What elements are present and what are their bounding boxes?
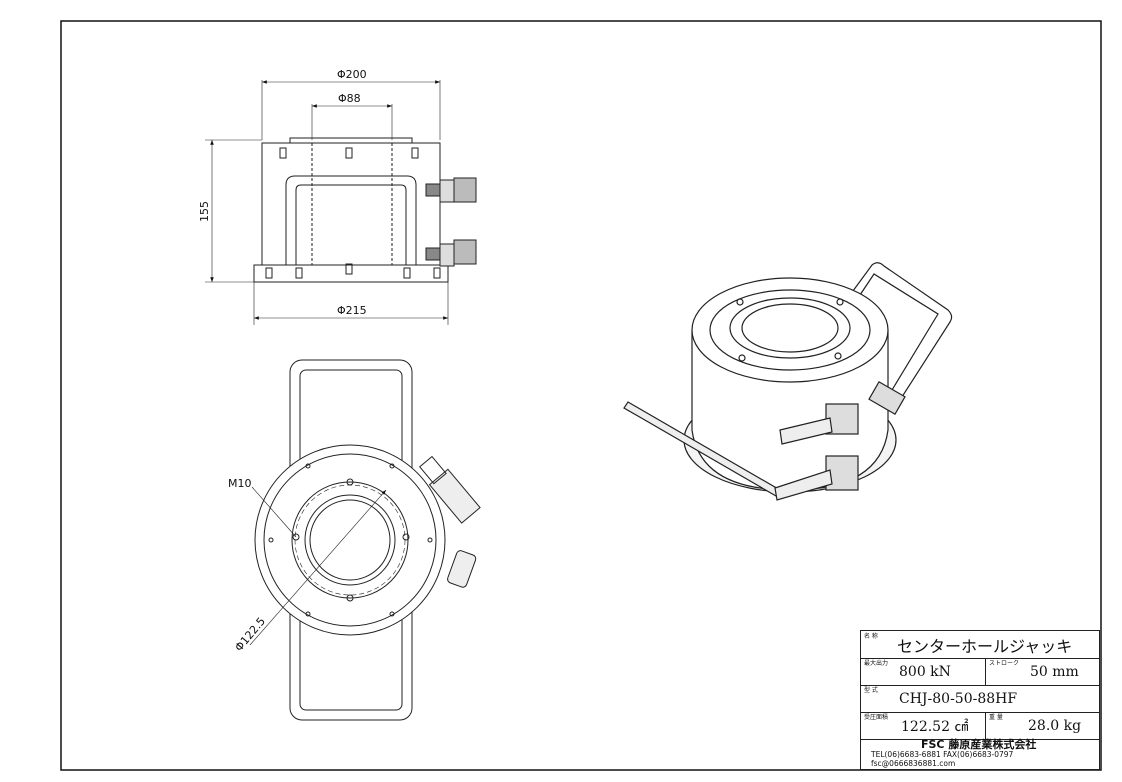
company-name: FSC 藤原産業株式会社 [921,738,1037,751]
name-value: センターホールジャッキ [897,636,1073,656]
dim-dia-215: Φ215 [337,304,367,317]
area-label: 受圧面積 [864,714,889,721]
plan-view [249,359,481,721]
name-label: 名 称 [864,633,878,640]
company-phone: TEL(06)6683-6881 FAX(06)6683-0797 [871,750,1014,759]
area-value: 122.52 ㎠ [901,718,969,735]
max-output-value: 800 kN [899,663,951,680]
title-block: 名 称 センターホールジャッキ 最大出力 800 kN ストローク 50 mm … [860,630,1100,770]
front-view [205,80,477,325]
dim-dia-88: Φ88 [338,92,361,105]
dim-m10: M10 [228,477,252,490]
stroke-value: 50 mm [1030,663,1079,680]
dim-height-155: 155 [198,201,211,222]
drawing-frame [60,20,1102,771]
company-email: fsc@0666836881.com [871,758,956,768]
max-output-label: 最大出力 [864,660,889,667]
dim-dia-122-5: Φ122.5 [232,615,268,654]
isometric-view [623,262,953,501]
weight-label: 重 量 [989,714,1003,721]
model-value: CHJ-80-50-88HF [899,690,1018,707]
dim-dia-200: Φ200 [337,68,367,81]
model-label: 型 式 [864,687,878,694]
weight-value: 28.0 kg [1028,717,1082,734]
stroke-label: ストローク [989,660,1020,667]
